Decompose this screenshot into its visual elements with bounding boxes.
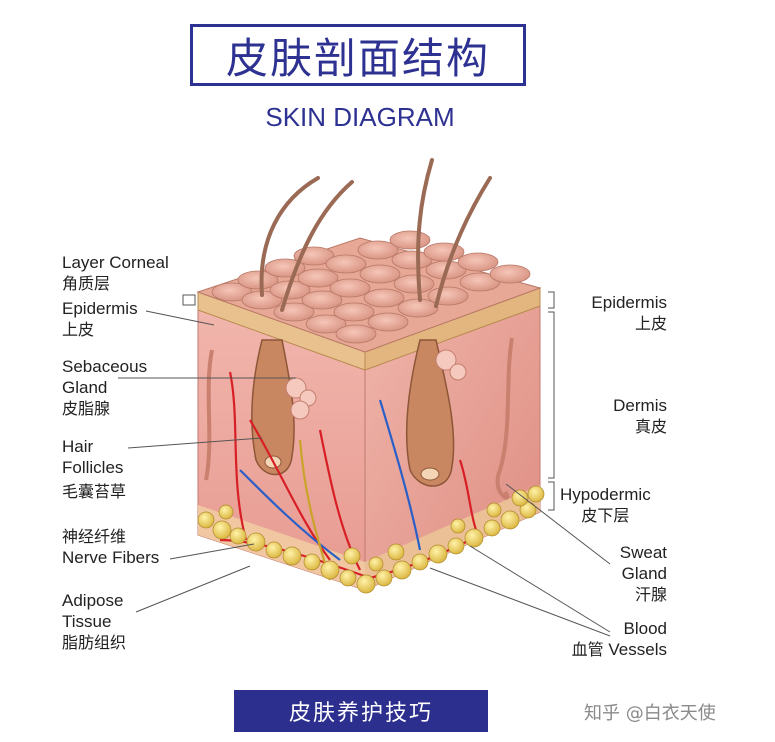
layer-corneal-en: Layer Corneal	[62, 253, 169, 272]
hair-en2: Follicles	[62, 458, 124, 477]
sweat-zh: 汗腺	[634, 585, 667, 604]
adipose-zh: 脂肪组织	[62, 633, 127, 652]
subtitle: SKIN DIAGRAM	[265, 102, 455, 132]
corneal-marker	[182, 294, 196, 306]
page-title: 皮肤剖面结构	[225, 33, 490, 83]
label-epidermis-left: Epidermis 上皮	[62, 298, 138, 340]
sweat-en1: Sweat	[619, 543, 667, 562]
label-dermis: Dermis 真皮	[613, 395, 667, 437]
label-layer-corneal: Layer Corneal 角质层	[62, 252, 169, 294]
sebaceous-en2: Gland	[62, 378, 108, 397]
hair-strands	[259, 158, 492, 312]
layer-brackets	[548, 291, 555, 511]
label-epidermis-right: Epidermis 上皮	[591, 292, 667, 334]
epidermis-right-zh: 上皮	[634, 314, 667, 333]
blood-zh: 血管	[571, 640, 604, 659]
title-box: 皮肤剖面结构	[190, 24, 526, 86]
blood-en2: Vessels	[608, 640, 667, 659]
adipose-en1: Adipose	[62, 591, 124, 610]
nerve-zh: 神经纤维	[62, 527, 127, 546]
label-hypodermic: Hypodermic 皮下层	[560, 484, 651, 526]
label-adipose-tissue: Adipose Tissue 脂肪组织	[62, 590, 126, 653]
sweat-gland	[204, 337, 514, 500]
label-nerve-fibers: 神经纤维 Nerve Fibers	[62, 526, 159, 568]
label-blood-vessels: Blood 血管 Vessels	[572, 618, 667, 660]
adipose-cells	[197, 485, 545, 594]
hypodermic-en: Hypodermic	[560, 485, 651, 504]
label-sebaceous-gland: Sebaceous Gland 皮脂腺	[62, 356, 147, 419]
hypodermic-zh: 皮下层	[581, 506, 630, 525]
adipose-en2: Tissue	[62, 612, 112, 631]
leader-lines	[118, 310, 611, 637]
label-sweat-gland: Sweat Gland 汗腺	[620, 542, 667, 605]
label-hair-follicles: Hair Follicles 毛囊苔草	[62, 436, 126, 502]
nerve-en: Nerve Fibers	[62, 548, 160, 567]
epidermis-right-en: Epidermis	[591, 293, 667, 312]
sebaceous-zh: 皮脂腺	[62, 399, 111, 418]
watermark: 知乎 @白衣天使	[584, 703, 716, 724]
hair-zh: 毛囊苔草	[62, 482, 127, 501]
epidermis-left-zh: 上皮	[62, 320, 95, 339]
dermis-zh: 真皮	[634, 417, 667, 436]
sweat-en2: Gland	[621, 564, 667, 583]
layer-corneal-zh: 角质层	[62, 274, 111, 293]
sebaceous-gland	[285, 349, 467, 420]
skincare-tips-button[interactable]: 皮肤养护技巧	[234, 690, 488, 732]
sebaceous-en1: Sebaceous	[62, 357, 148, 376]
dermis-en: Dermis	[613, 396, 667, 415]
epidermis-left-en: Epidermis	[62, 299, 138, 318]
hair-follicles	[251, 339, 455, 487]
hair-en1: Hair	[62, 437, 94, 456]
blood-en: Blood	[623, 619, 667, 638]
